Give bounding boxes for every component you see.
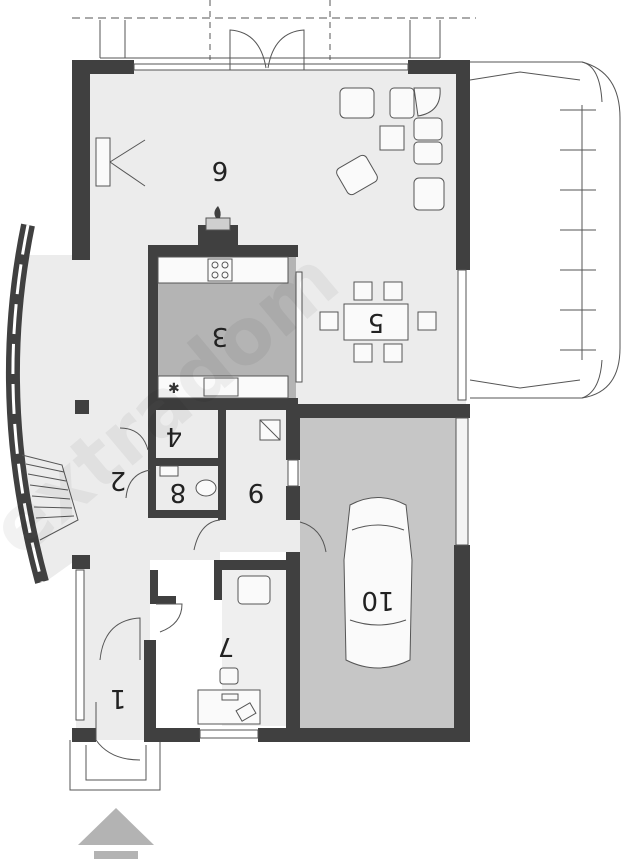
furniture: ✱ <box>95 87 445 725</box>
room-label-2: 2 <box>110 465 127 495</box>
room-label-6: 6 <box>212 155 229 185</box>
room-label-5: 5 <box>368 307 385 337</box>
entrance-arrow <box>78 808 154 859</box>
room-labels: 1 2 3 4 5 6 7 8 9 10 <box>110 155 395 713</box>
windows <box>5 63 469 739</box>
room-label-3: 3 <box>212 321 229 351</box>
room-label-9: 9 <box>248 477 265 507</box>
room-label-10: 10 <box>361 585 394 615</box>
walls <box>72 60 470 742</box>
room-label-8: 8 <box>170 477 187 507</box>
room-label-7: 7 <box>218 631 235 661</box>
room-label-1: 1 <box>110 683 127 713</box>
svg-text:✱: ✱ <box>168 381 180 397</box>
stairs <box>21 454 79 541</box>
doors <box>95 29 327 761</box>
room-label-4: 4 <box>166 421 183 451</box>
